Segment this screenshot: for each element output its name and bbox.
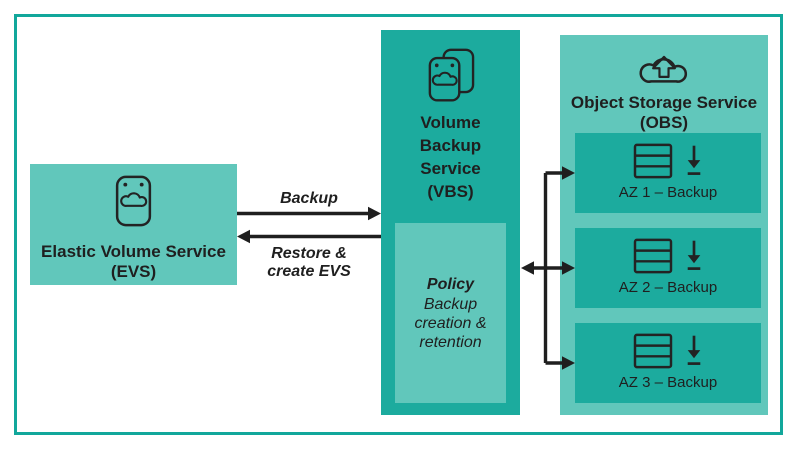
az2-icon-row [575,238,761,276]
evs-node: Elastic Volume Service (EVS) [30,164,237,285]
obs-title-line1: Object Storage Service [570,93,758,112]
download-arrow-icon [687,335,700,365]
vbs-icon-wrap [381,47,520,105]
restore-label-line2: create EVS [267,263,351,280]
policy-line1: Backup [423,295,478,313]
az2-label: AZ 2 – Backup [618,279,718,296]
az1-backup-node: AZ 1 – Backup [575,133,761,213]
download-arrow-icon [687,145,700,175]
vbs-node: Volume Backup Service (VBS) Policy Backu… [381,30,520,415]
server-stack-icon [633,143,672,179]
obs-node: Object Storage Service (OBS) AZ 1 – Back… [560,35,768,415]
policy-subnode: Policy Backup creation & retention [395,223,506,403]
restore-label-line1: Restore & [271,245,347,262]
vbs-title-line3: Service [420,159,481,178]
cloud-upload-icon [639,55,688,83]
obs-icon-wrap [560,44,768,90]
restore-arrow-label: Restore & create EVS [237,245,381,281]
backup-arrow-label: Backup [280,190,338,207]
server-stack-icon [633,238,672,274]
policy-line3: retention [419,333,482,351]
vbs-title-line4: (VBS) [427,182,474,201]
server-stack-icon [633,333,672,369]
evs-icon-wrap [30,175,237,227]
vbs-title: Volume Backup Service (VBS) [381,111,520,203]
az1-label: AZ 1 – Backup [618,184,718,201]
az3-backup-node: AZ 3 – Backup [575,323,761,403]
download-arrow-icon [687,240,700,270]
volume-backup-copies-icon [428,48,474,102]
volume-device-cloud-icon [115,175,152,227]
evs-title: Elastic Volume Service (EVS) [30,242,237,282]
az3-label: AZ 3 – Backup [618,374,718,391]
diagram-frame [14,14,783,435]
policy-title: Policy [426,275,475,293]
az2-backup-node: AZ 2 – Backup [575,228,761,308]
vbs-title-line1: Volume [420,113,481,132]
obs-title-line2: (OBS) [639,113,689,132]
evs-title-line1: Elastic Volume Service [41,242,226,261]
evs-title-line2: (EVS) [110,262,157,281]
policy-line2: creation & [414,314,487,332]
az3-icon-row [575,333,761,371]
az1-icon-row [575,143,761,181]
vbs-title-line2: Backup [419,136,482,155]
obs-title: Object Storage Service (OBS) [560,93,768,133]
